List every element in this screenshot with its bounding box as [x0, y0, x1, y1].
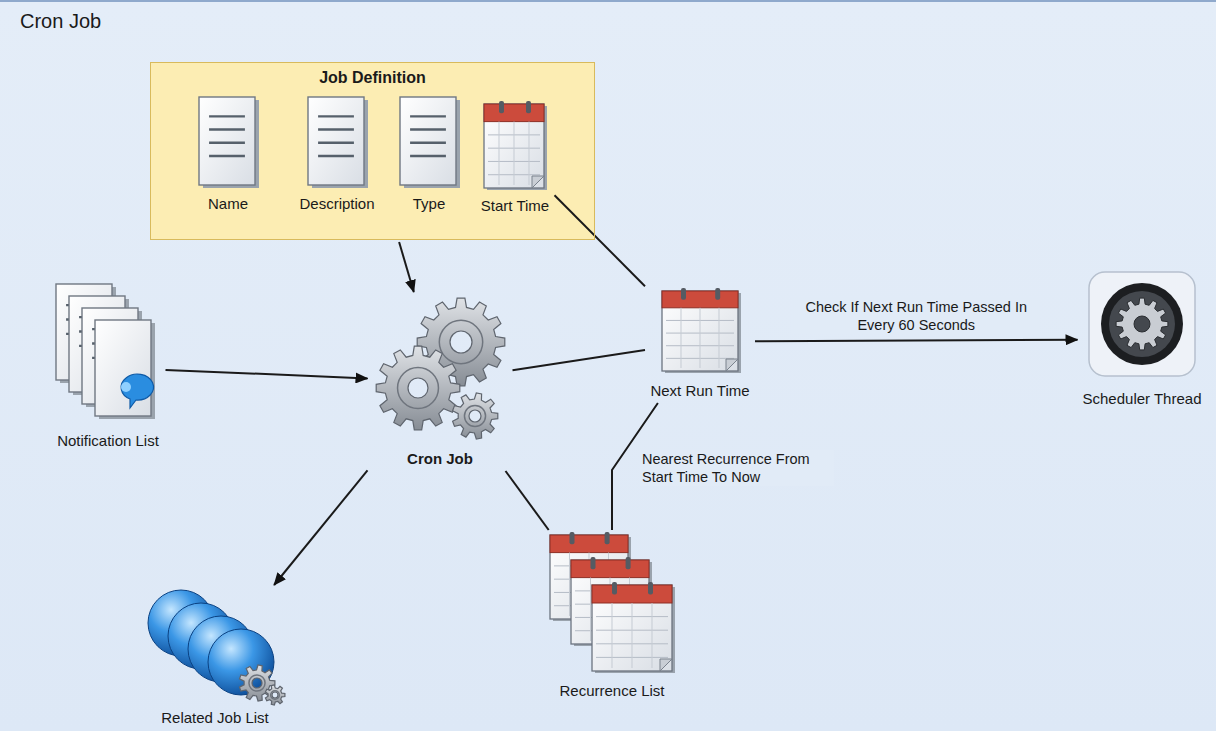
connector-line [506, 471, 549, 530]
scheduler-icon [1087, 270, 1197, 378]
node-label: Name [194, 195, 262, 212]
node-label: Start Time [478, 197, 553, 214]
calendar-stack-icon [550, 532, 675, 674]
document-icon [197, 95, 259, 189]
node-label: Notification List [53, 432, 164, 449]
icon-node: Notification List [53, 284, 164, 451]
icon-node: Recurrence List [547, 532, 678, 701]
connector-arrow [399, 242, 414, 292]
edge-label: Nearest Recurrence From Start Time To No… [640, 450, 834, 486]
node-label: Cron Job [370, 450, 511, 467]
node-label: Type [395, 195, 463, 212]
icon-node: Start Time [478, 95, 553, 216]
icon-node: Type [395, 95, 463, 214]
icon-node: Related Job List [142, 587, 288, 728]
icon-node: Scheduler Thread [1080, 270, 1205, 409]
node-label: Recurrence List [547, 682, 678, 699]
group-box: Job DefinitionName Description Type Start T… [150, 62, 595, 240]
node-label: Scheduler Thread [1080, 390, 1205, 407]
connector-arrow [274, 470, 367, 585]
document-icon [398, 95, 460, 189]
node-label: Next Run Time [647, 382, 753, 399]
database-icon [145, 587, 285, 705]
title: Cron Job [20, 10, 101, 33]
calendar-icon [482, 95, 548, 191]
icon-node: Next Run Time [647, 282, 753, 401]
icon-node: Name [194, 95, 262, 214]
group-heading: Job Definition [151, 69, 594, 86]
node-label: Related Job List [142, 709, 288, 726]
node-label: Description [296, 195, 378, 212]
document-icon [306, 95, 368, 189]
connector-line [555, 195, 646, 286]
notification-icon [56, 284, 161, 424]
edge-label: Check If Next Run Time Passed In Every 6… [792, 298, 1040, 334]
connector-arrow [166, 370, 368, 379]
connector-line [513, 350, 646, 370]
icon-node: Description [296, 95, 378, 214]
gears-icon [373, 294, 508, 442]
connector-arrow [755, 340, 1078, 342]
icon-node: Cron Job [370, 294, 511, 469]
calendar-icon [658, 282, 742, 374]
